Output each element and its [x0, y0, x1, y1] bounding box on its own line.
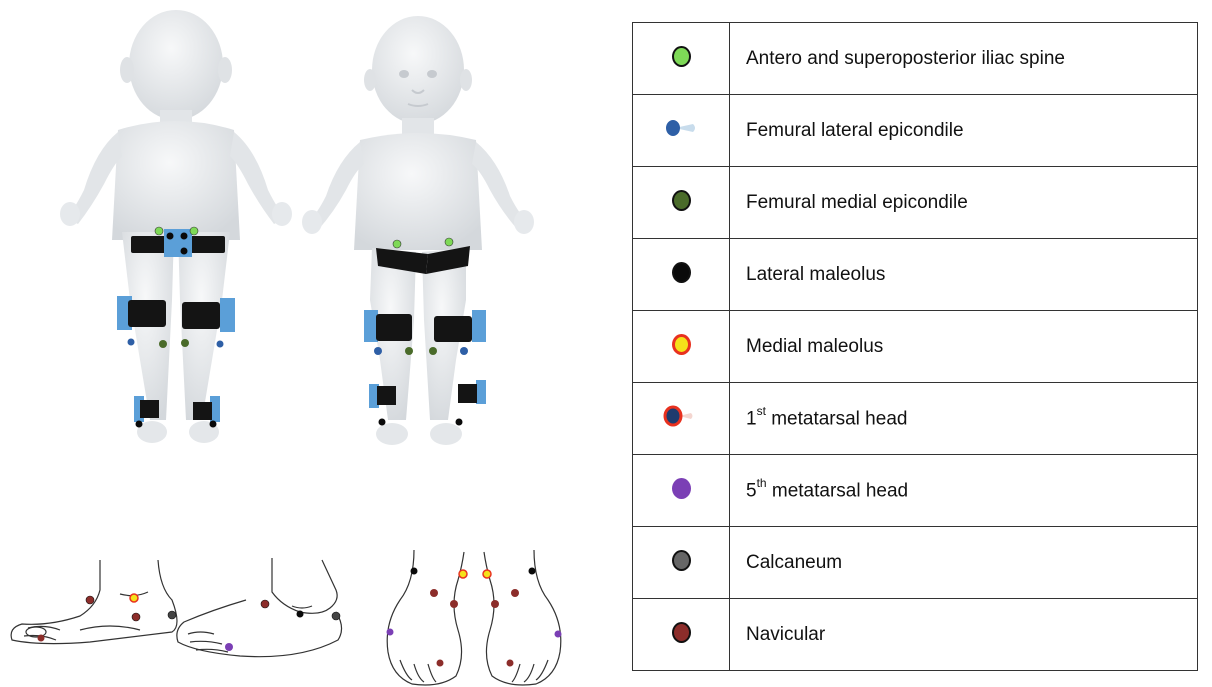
purple-circle-icon: [633, 455, 730, 527]
yellow-red-ring-icon: [633, 311, 730, 383]
legend-row: Lateral maleolus: [633, 239, 1198, 311]
legend-label: Femural lateral epicondile: [730, 95, 1198, 167]
legend-row: Femural lateral epicondile: [633, 95, 1198, 167]
marker-placement-figure: [0, 0, 620, 687]
legend-label: Antero and superoposterior iliac spine: [730, 23, 1198, 95]
navy-red-ring-icon: [633, 383, 730, 455]
dark-green-circle-icon: [633, 167, 730, 239]
legend-label: Navicular: [730, 599, 1198, 671]
brown-circle-icon: [633, 599, 730, 671]
child-back-view: [60, 10, 292, 443]
legend-row: Navicular: [633, 599, 1198, 671]
legend-row: 1st metatarsal head: [633, 383, 1198, 455]
grey-circle-icon: [633, 527, 730, 599]
legend-label: metatarsal head: [767, 481, 909, 502]
legend-row: Femural medial epicondile: [633, 167, 1198, 239]
legend-label-number: 1: [746, 409, 757, 430]
legend-label: Lateral maleolus: [730, 239, 1198, 311]
legend-label-ordinal: st: [757, 404, 766, 418]
legend-label-ordinal: th: [757, 476, 767, 490]
legend-row: Antero and superoposterior iliac spine: [633, 23, 1198, 95]
legend-label: Medial maleolus: [730, 311, 1198, 383]
legend-label: Femural medial epicondile: [730, 167, 1198, 239]
legend-row: 5th metatarsal head: [633, 455, 1198, 527]
child-front-view: [302, 16, 534, 445]
foot-medial-view: [11, 560, 177, 644]
legend-label: Calcaneum: [730, 527, 1198, 599]
green-circle-icon: [633, 23, 730, 95]
legend-row: Calcaneum: [633, 527, 1198, 599]
foot-lateral-view: [177, 558, 342, 657]
legend-label-number: 5: [746, 481, 757, 502]
black-circle-icon: [633, 239, 730, 311]
blue-oval-icon: [633, 95, 730, 167]
legend-label: metatarsal head: [766, 409, 908, 430]
marker-legend-table: Antero and superoposterior iliac spine F…: [632, 22, 1198, 671]
legend-row: Medial maleolus: [633, 311, 1198, 383]
